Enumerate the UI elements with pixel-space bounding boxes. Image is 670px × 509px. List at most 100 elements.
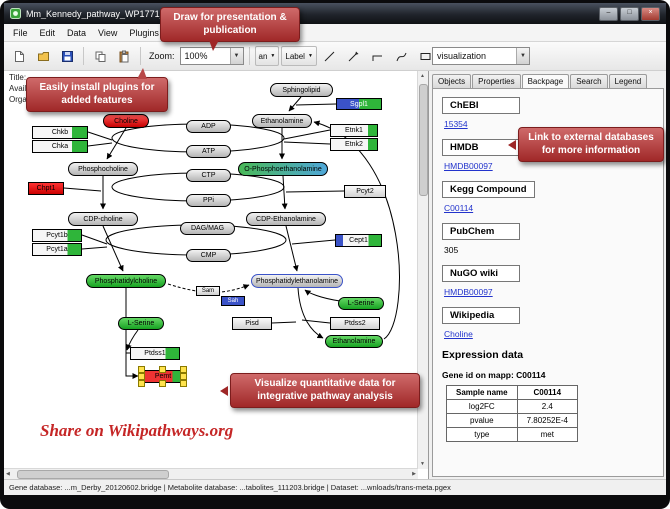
menu-edit[interactable]: Edit (39, 27, 56, 38)
tab-backpage[interactable]: Backpage (521, 74, 570, 88)
arrow-tool-button[interactable] (343, 45, 365, 67)
pathway-node-etnk1[interactable]: Etnk1 (330, 124, 378, 137)
scroll-down-icon[interactable]: ▼ (420, 461, 425, 467)
pathway-node-etnk2[interactable]: Etnk2 (330, 138, 378, 151)
title-bar[interactable]: Mm_Kennedy_pathway_WP1771_45176.gpml – □… (4, 3, 666, 24)
pathway-node-o-phosphoethanolamine[interactable]: O-Phosphoethanolamine (238, 162, 328, 176)
line-tool-button[interactable] (319, 45, 341, 67)
scroll-right-icon[interactable]: ▶ (412, 471, 416, 477)
selection-handle[interactable] (180, 380, 187, 387)
visualization-combobox[interactable]: visualization ▼ (432, 47, 530, 65)
pathway-node-ethanolamine-bottom[interactable]: Ethanolamine (325, 335, 383, 348)
pathway-node-pcyt2[interactable]: Pcyt2 (344, 185, 386, 198)
pathway-node-pisd[interactable]: Pisd (232, 317, 272, 330)
tab-properties[interactable]: Properties (472, 74, 521, 88)
pathway-node-ethanolamine[interactable]: Ethanolamine (252, 114, 312, 128)
pathway-node-pcyt1a[interactable]: Pcyt1a (32, 243, 82, 256)
selection-handle[interactable] (159, 380, 166, 387)
pathway-node-ptdss1[interactable]: Ptdss1 (130, 347, 180, 360)
nugo-id-link[interactable]: HMDB00097 (444, 287, 493, 297)
horizontal-scroll-thumb[interactable] (17, 470, 169, 479)
label-dropdown[interactable]: Label▼ (281, 46, 317, 66)
pathway-node-pcyt1b[interactable]: Pcyt1b (32, 229, 82, 242)
pathway-node-chkb[interactable]: Chkb (32, 126, 88, 139)
selection-handle[interactable] (180, 366, 187, 373)
selection-handle[interactable] (138, 373, 145, 380)
pathway-node-adp[interactable]: ADP (186, 120, 231, 133)
pathway-node-phosphatidylethanolamine[interactable]: Phosphatidylethanolamine (251, 274, 343, 288)
pathway-node-choline[interactable]: Choline (103, 114, 149, 128)
pathway-node-cmp[interactable]: CMP (186, 249, 231, 262)
backpage-section-nugo: NuGO wiki HMDB00097 (442, 257, 654, 297)
canvas-horizontal-scrollbar[interactable]: ◀ ▶ (4, 468, 418, 479)
datanode-dropdown-label: an (258, 51, 268, 61)
pathway-info-line2: Avail (9, 84, 27, 93)
selection-handle[interactable] (180, 373, 187, 380)
pathway-node-ctp[interactable]: CTP (186, 169, 231, 182)
new-file-button[interactable] (8, 45, 30, 67)
maximize-button[interactable]: □ (620, 6, 639, 21)
menu-plugins[interactable]: Plugins (129, 27, 159, 38)
pathway-node-ptdss2[interactable]: Ptdss2 (330, 317, 380, 330)
pathway-node-sgpl1[interactable]: Sgpl1 (336, 98, 382, 110)
open-button[interactable] (32, 45, 54, 67)
scroll-left-icon[interactable]: ◀ (6, 471, 10, 477)
pathway-node-l-serine-left[interactable]: L-Serine (118, 317, 164, 330)
pathway-node-chka[interactable]: Chka (32, 140, 88, 153)
selection-handle[interactable] (159, 366, 166, 373)
pathway-node-sah[interactable]: Sah (221, 296, 245, 306)
visualization-value: visualization (437, 51, 487, 61)
kegg-id-link[interactable]: C00114 (444, 203, 474, 213)
tab-objects[interactable]: Objects (432, 74, 472, 88)
menu-file[interactable]: File (13, 27, 28, 38)
save-button[interactable] (56, 45, 78, 67)
pathway-node-cdp-choline[interactable]: CDP-choline (68, 212, 138, 226)
hmdb-id-link[interactable]: HMDB00097 (444, 161, 493, 171)
pathway-node-sam[interactable]: Sam (196, 286, 220, 296)
minimize-button[interactable]: – (599, 6, 618, 21)
elbow-tool-button[interactable] (367, 45, 389, 67)
pathway-node-phosphatidylcholine[interactable]: Phosphatidylcholine (86, 274, 166, 288)
pathway-canvas[interactable]: Sphingolipid Sgpl1 Choline ADP Ethanolam… (4, 71, 418, 469)
tab-legend[interactable]: Legend (608, 74, 648, 88)
copy-button[interactable] (89, 45, 111, 67)
pathway-node-phosphocholine[interactable]: Phosphocholine (68, 162, 138, 176)
table-row: log2FC 2.4 (446, 399, 578, 414)
wikipedia-link[interactable]: Choline (444, 329, 473, 339)
database-header-chebi: ChEBI (442, 97, 520, 114)
backpage-section-kegg: Kegg Compound C00114 (442, 173, 654, 213)
menu-view[interactable]: View (98, 27, 118, 38)
menu-data[interactable]: Data (67, 27, 87, 38)
pathway-node-sphingolipid[interactable]: Sphingolipid (270, 83, 333, 97)
close-button[interactable]: × (641, 6, 660, 21)
status-bar: Gene database: ...m_Derby_20120602.bridg… (4, 479, 666, 495)
pathway-node-dag-mag[interactable]: DAG/MAG (180, 222, 235, 235)
rectangle-tool-button[interactable] (415, 45, 437, 67)
label-dropdown-label: Label (285, 51, 305, 61)
pathway-node-atp[interactable]: ATP (186, 145, 231, 158)
curved-line-icon (396, 52, 407, 61)
pathway-node-chpt1[interactable]: Chpt1 (28, 182, 64, 195)
datanode-dropdown[interactable]: an▼ (254, 46, 280, 66)
tab-search[interactable]: Search (570, 74, 608, 88)
table-cell: met (516, 427, 578, 442)
chebi-id-link[interactable]: 15354 (444, 119, 468, 129)
paste-button[interactable] (113, 45, 135, 67)
vertical-scroll-thumb[interactable] (419, 84, 428, 196)
pathway-node-l-serine-right[interactable]: L-Serine (338, 297, 384, 310)
canvas-vertical-scrollbar[interactable]: ▲ ▼ (417, 71, 428, 469)
curve-tool-button[interactable] (391, 45, 413, 67)
pathway-node-ppi[interactable]: PPi (186, 194, 231, 207)
table-cell: C00114 (516, 385, 578, 400)
scroll-up-icon[interactable]: ▲ (420, 73, 425, 79)
selection-handle[interactable] (138, 380, 145, 387)
table-cell: pvalue (446, 413, 518, 428)
pathway-node-cept1[interactable]: Cept1 (335, 234, 382, 247)
database-header-kegg: Kegg Compound (442, 181, 535, 198)
gene-id-line: Gene id on mapp: C00114 (442, 370, 546, 380)
callout-draw: Draw for presentation & publication (160, 7, 300, 51)
selection-handle[interactable] (138, 366, 145, 373)
pathway-node-cdp-ethanolamine[interactable]: CDP-Ethanolamine (246, 212, 326, 226)
toolbar: Zoom: 100% ▼ an▼ Label▼ visualization ▼ (4, 42, 666, 71)
pathway-canvas-wrap: Sphingolipid Sgpl1 Choline ADP Ethanolam… (4, 71, 429, 479)
